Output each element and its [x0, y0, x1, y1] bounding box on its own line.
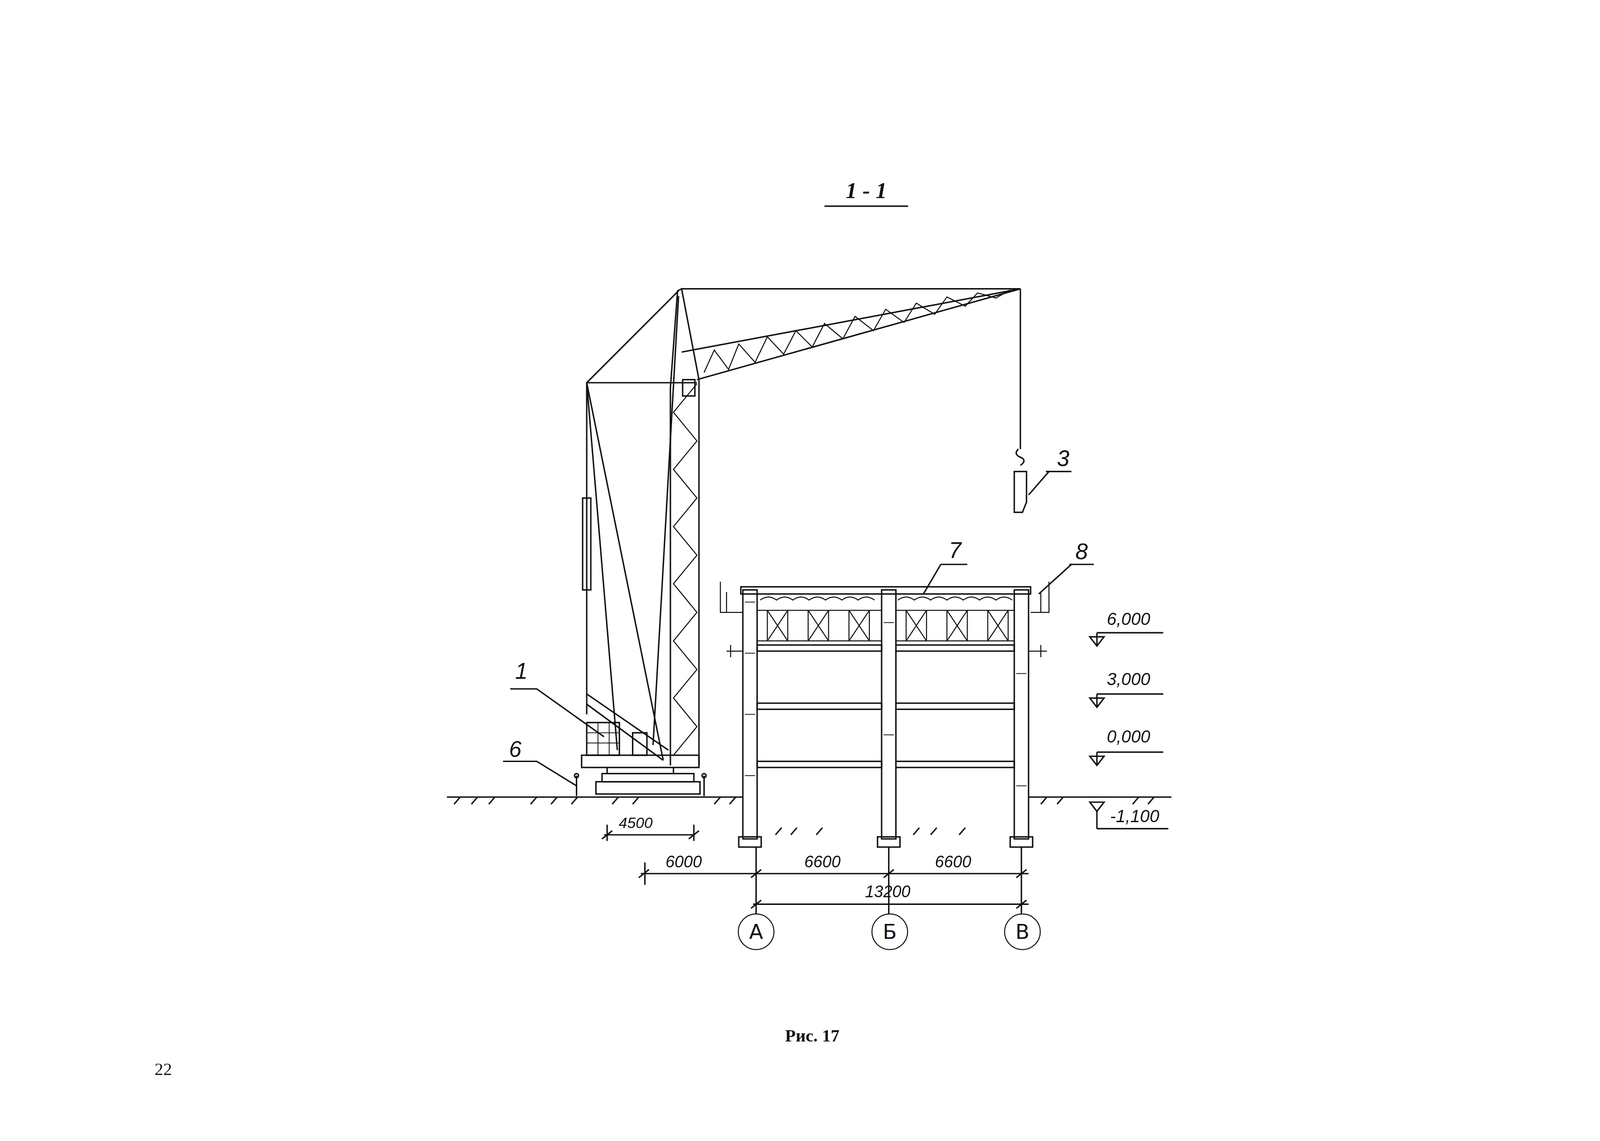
- axis-circle: Б: [871, 913, 908, 951]
- crane: [607, 767, 674, 774]
- crane: [632, 732, 648, 756]
- ground-line: [446, 796, 743, 798]
- callout-number: 8: [1075, 541, 1088, 564]
- crane: [1016, 449, 1024, 466]
- crane: [581, 755, 699, 768]
- fence-posts: [574, 773, 579, 779]
- axis-letter: Б: [882, 921, 897, 943]
- leader-lines: [510, 688, 605, 737]
- ground-line: [1028, 796, 1172, 798]
- fence-posts: [576, 775, 704, 797]
- building-frame: [740, 587, 1031, 595]
- building-frame: [757, 645, 882, 652]
- building-frame: [1014, 589, 1029, 840]
- callout-number: 7: [949, 540, 962, 563]
- crane: [586, 290, 698, 761]
- title-underline: [824, 205, 909, 207]
- building-frame: [881, 589, 897, 840]
- axis-circle: В: [1004, 913, 1041, 951]
- dimension-lines: [750, 900, 1029, 909]
- building-frame: [896, 645, 1015, 652]
- crane: [582, 498, 591, 590]
- building-frame: [745, 602, 1027, 786]
- formwork-scaffold: [896, 640, 1015, 642]
- dimension-text: 13200: [864, 883, 911, 901]
- leader-lines: [1038, 564, 1094, 594]
- building-frame: [1010, 836, 1033, 848]
- crane: [595, 782, 700, 795]
- building-frame: [896, 761, 1015, 768]
- level-marks: [1089, 694, 1164, 708]
- ground-line: [446, 797, 1172, 835]
- section-title: 1 - 1: [845, 179, 888, 203]
- leader-lines: [1028, 471, 1072, 496]
- crane: [673, 384, 698, 756]
- formwork-scaffold: [757, 609, 882, 611]
- level-marks: [1089, 802, 1169, 830]
- formwork-scaffold: [767, 610, 1008, 642]
- building-frame: [757, 761, 882, 768]
- level-marks: [1089, 632, 1169, 829]
- dimension-text: 6600: [935, 854, 972, 871]
- formwork-scaffold: [896, 609, 1015, 611]
- dimension-lines: [602, 824, 1029, 921]
- fence-posts: [702, 773, 707, 779]
- figure-caption: Рис. 17: [784, 1027, 840, 1045]
- building-frame: [738, 587, 1033, 848]
- dimension-text: 6600: [804, 854, 841, 871]
- level-marks: [1089, 752, 1164, 766]
- level-mark: 0,000: [1106, 728, 1151, 746]
- crane: [681, 288, 1021, 290]
- crane: [1014, 471, 1027, 513]
- callout-number: 1: [515, 660, 528, 684]
- axis-letter: А: [749, 921, 764, 943]
- crane: [602, 773, 694, 783]
- building-frame: [757, 703, 882, 710]
- formwork-scaffold: [767, 610, 1008, 642]
- level-mark: 3,000: [1106, 671, 1151, 689]
- building-frame: [896, 703, 1015, 710]
- callout-number: 3: [1057, 448, 1070, 471]
- crane: [581, 289, 1027, 795]
- crane: [703, 289, 1011, 373]
- dimension-lines: [638, 847, 1029, 921]
- building-frame: [738, 836, 762, 848]
- axis-circle: А: [737, 913, 775, 951]
- building-frame: [877, 836, 901, 848]
- formwork-scaffold: [720, 581, 1050, 658]
- formwork-scaffold: [759, 597, 1012, 601]
- level-mark: -1,100: [1110, 807, 1160, 826]
- title-underline: [824, 205, 909, 207]
- dimension-text: 6000: [665, 854, 702, 871]
- axis-letter: В: [1015, 921, 1030, 943]
- leader-lines: [503, 761, 577, 786]
- fence-posts: [574, 773, 707, 797]
- leader-lines: [923, 564, 968, 594]
- level-marks: [1089, 632, 1164, 646]
- crane: [1019, 289, 1021, 450]
- leader-lines: [503, 471, 1094, 787]
- formwork-scaffold: [720, 581, 1050, 658]
- crane: [681, 289, 1021, 380]
- formwork-scaffold: [757, 640, 882, 642]
- callout-number: 6: [508, 739, 522, 762]
- page-number: 22: [154, 1061, 172, 1079]
- dimension-text: 4500: [618, 815, 653, 831]
- ground-line: [454, 797, 1154, 835]
- level-mark: 6,000: [1106, 611, 1151, 629]
